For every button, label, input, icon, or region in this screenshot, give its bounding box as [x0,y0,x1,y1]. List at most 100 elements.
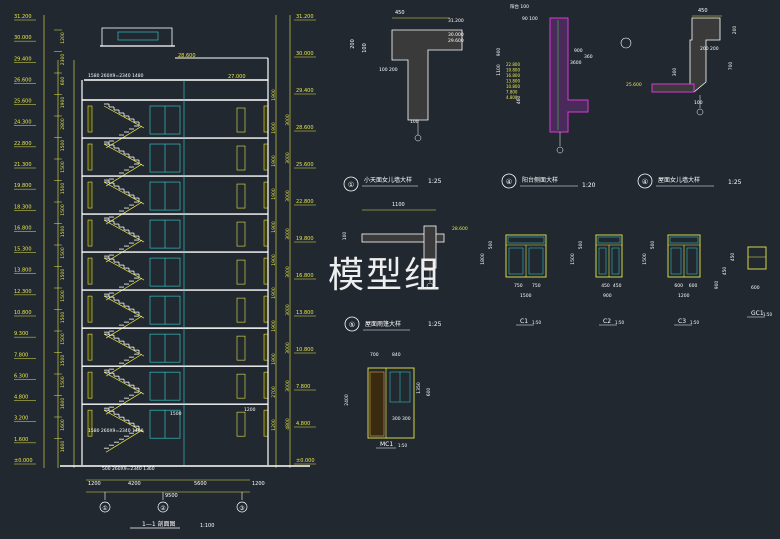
window-height: 1800 [480,253,486,265]
elevation-right: 4.800 [296,421,310,427]
axis-label: ② [160,505,166,512]
window-label: C1 [520,318,528,325]
window-frame [236,107,246,133]
elevation-right: 13.800 [296,310,314,316]
window-scale: 1:50 [690,320,699,325]
window-height: 500 [578,241,584,250]
detail-dim: 90 100 [522,16,538,22]
handrail [105,315,143,339]
window-glass [611,247,620,275]
dim-right: 1900 [271,89,277,101]
window-glass [507,236,545,244]
door-dim: 300 300 [392,416,411,422]
window-frame [236,373,246,399]
door-dim: 2400 [344,394,350,406]
dim-right: 1900 [271,221,277,233]
window-left [87,333,93,361]
parapet-section [391,29,463,121]
dim-bottom: 1200 [252,481,265,487]
elevation: 25.600 [626,82,642,88]
elevation-left: 4.800 [14,395,28,401]
dim-right: 1900 [271,122,277,134]
axis-bubble [99,501,111,513]
window-height: 500 [650,241,656,250]
section-scale: 1:100 [200,523,214,529]
handrail [103,371,145,395]
elevation-left: 6.300 [14,373,28,379]
handrail [105,239,143,263]
roof-window [117,31,159,41]
elevation: 22.800 [506,62,520,67]
window-frame [236,335,246,361]
window-dim: 750 [532,283,541,289]
window-dim: 450 [613,283,622,289]
handrail [103,143,145,167]
axis-bubble [414,134,422,142]
detail-dim: 700 [728,62,734,71]
dim-right: 1900 [271,254,277,266]
roof-parapet-section [651,17,721,93]
detail-num-bubble [620,37,632,49]
dim-left: 1500 [60,247,66,259]
dim-bottom: 1200 [88,481,101,487]
axis-bubble [236,501,248,513]
dim-right: 1900 [271,287,277,299]
dim-right: 1900 [271,353,277,365]
dim-left: 1500 [60,204,66,216]
elevation-right: 16.800 [296,273,314,279]
annotation: 1200 [244,407,256,413]
detail-scale: 1:20 [582,182,596,189]
window-left [87,257,93,285]
window-frame [236,145,246,171]
detail-dim: 1100 [392,202,405,208]
detail-num: ④ [506,178,512,186]
dim-left: 1500 [60,226,66,238]
dim-right-floor: 3000 [285,114,291,126]
window-glass [528,247,544,275]
elevation: 10.800 [506,84,520,89]
dim-left: 1200 [60,32,66,44]
detail-dim: 300 [672,68,678,77]
detail-num-bubble [637,173,653,189]
dim-total: 9500 [165,493,178,499]
door-dim: 840 [392,352,401,358]
detail-dim: 100 [342,232,348,241]
annotation: 27.000 [228,74,246,80]
dim-right-floor: 3000 [285,304,291,316]
elevation-left: 10.800 [14,310,32,316]
elevation-right: 19.800 [296,236,314,242]
window-GC1 [747,246,767,270]
detail-num-bubble [344,316,360,332]
elevation: 31.200 [448,18,464,24]
stair-note: 500 260X9=2340 1360 [102,466,155,472]
window-glass [508,247,524,275]
detail-num: ① [348,181,354,189]
detail-num-bubble [501,173,517,189]
axis-bubble [426,282,434,290]
detail-dim: 460 [516,96,522,105]
handrail [103,333,145,357]
window-dim: 750 [514,283,523,289]
dim-left: 2300 [60,54,66,66]
dim-left: 1500 [60,290,66,302]
door-label: MC1 [380,441,393,448]
dim-right-floor: 3000 [285,342,291,354]
window-glass [670,247,682,275]
axis-bubble [696,108,704,116]
detail-dim: 100 [694,100,703,106]
elevation-left: ±0.000 [14,458,33,464]
dim-left: 1600 [60,398,66,410]
handrail [105,391,143,415]
window-height: 900 [714,281,720,290]
elevation: 13.800 [506,79,520,84]
axis-label: ① [102,505,107,512]
window-frame [236,411,246,437]
elevation: 28.600 [452,226,468,232]
window-glass [686,247,698,275]
dim-left: 1600 [60,419,66,431]
axis-label: ③ [239,505,244,512]
axis-bubble [556,146,564,154]
elevation-left: 9.300 [14,331,28,337]
detail-dim: 100 [362,43,368,53]
